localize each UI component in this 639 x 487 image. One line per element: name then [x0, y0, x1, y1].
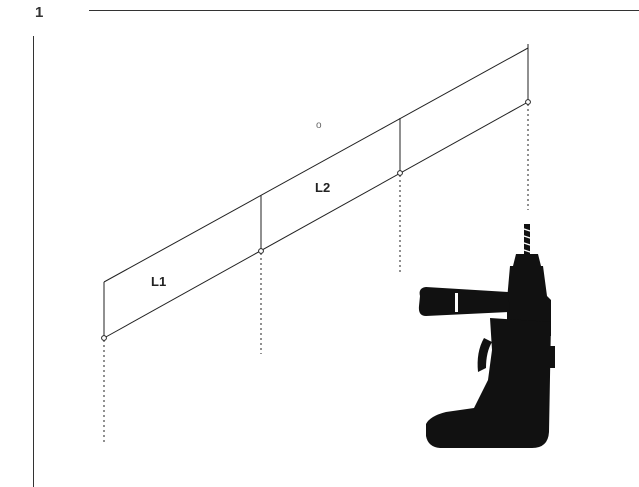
drill-point-marker-1	[101, 335, 107, 341]
lower-sloped-line	[103, 101, 529, 339]
top-border-line	[89, 10, 639, 11]
drill-point-marker-2	[258, 248, 264, 254]
hammer-drill-icon	[418, 224, 555, 448]
upper-sloped-line	[103, 47, 529, 283]
left-border-line	[33, 36, 34, 487]
label-l1: L1	[151, 274, 166, 289]
drill-point-marker-3	[397, 170, 403, 176]
label-o: o	[316, 120, 322, 131]
drill-point-marker-4	[525, 99, 531, 105]
figure-number: 1	[35, 4, 44, 21]
label-l2: L2	[315, 180, 330, 195]
